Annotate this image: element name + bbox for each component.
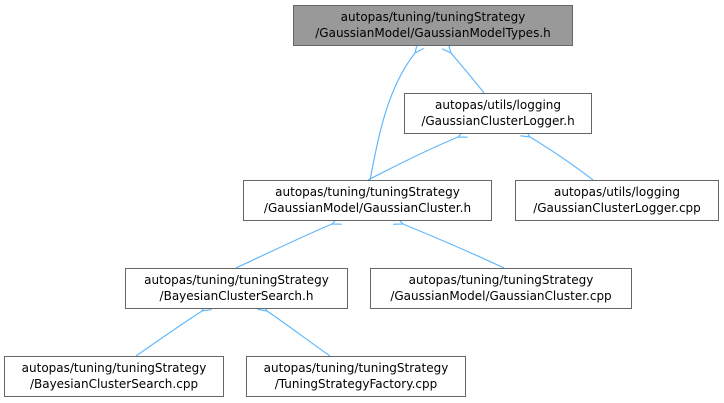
edge-cluster-h-to-logger-h xyxy=(367,137,458,181)
node-label-line2: /GaussianClusterLogger.h xyxy=(421,114,575,128)
node-label-line1: autopas/utils/logging xyxy=(434,98,561,112)
node-label-line1: autopas/tuning/tuningStrategy xyxy=(275,185,460,199)
node-gaussian-cluster-logger-cpp[interactable]: autopas/utils/logging /GaussianClusterLo… xyxy=(515,180,719,221)
node-label-line2: /BayesianClusterSearch.cpp xyxy=(29,377,199,391)
node-label-line2: /GaussianModel/GaussianCluster.cpp xyxy=(390,289,612,303)
node-gaussian-cluster-h[interactable]: autopas/tuning/tuningStrategy /GaussianM… xyxy=(243,180,492,221)
edge-logger-h-to-modeltypes xyxy=(451,53,485,94)
node-gaussian-cluster-logger-h[interactable]: autopas/utils/logging /GaussianClusterLo… xyxy=(404,93,592,134)
node-label-line2: /GaussianModel/GaussianCluster.h xyxy=(263,201,472,215)
edge-cluster-h-to-modeltypes xyxy=(369,53,415,181)
node-label-line1: autopas/utils/logging xyxy=(553,185,680,199)
node-bayesian-cluster-search-h[interactable]: autopas/tuning/tuningStrategy /BayesianC… xyxy=(125,268,348,309)
edge-bayes-h-to-cluster-h xyxy=(235,224,332,269)
edge-logger-cpp-to-logger-h xyxy=(530,137,594,181)
node-gaussian-cluster-cpp[interactable]: autopas/tuning/tuningStrategy /GaussianM… xyxy=(370,268,632,309)
node-label-line2: /TuningStrategyFactory.cpp xyxy=(274,377,438,391)
node-label-line1: autopas/tuning/tuningStrategy xyxy=(408,273,594,287)
node-bayesian-cluster-search-cpp[interactable]: autopas/tuning/tuningStrategy /BayesianC… xyxy=(4,356,224,397)
node-label-line2: /GaussianClusterLogger.cpp xyxy=(533,201,701,215)
edge-factory-cpp-to-bayes-h xyxy=(267,311,331,357)
node-label-line2: /BayesianClusterSearch.h xyxy=(159,289,314,303)
node-gaussian-model-types-h[interactable]: autopas/tuning/tuningStrategy /GaussianM… xyxy=(293,5,573,46)
node-label-line1: autopas/tuning/tuningStrategy xyxy=(21,361,207,375)
edge-cluster-cpp-to-cluster-h xyxy=(403,224,505,269)
node-label-line1: autopas/tuning/tuningStrategy xyxy=(263,361,449,375)
node-tuning-strategy-factory-cpp[interactable]: autopas/tuning/tuningStrategy /TuningStr… xyxy=(246,356,466,397)
node-label-line1: autopas/tuning/tuningStrategy xyxy=(144,273,329,287)
edge-bayes-cpp-to-bayes-h xyxy=(135,311,202,357)
node-label-line1: autopas/tuning/tuningStrategy xyxy=(340,10,526,24)
node-label-line2: /GaussianModel/GaussianModelTypes.h xyxy=(315,26,551,40)
